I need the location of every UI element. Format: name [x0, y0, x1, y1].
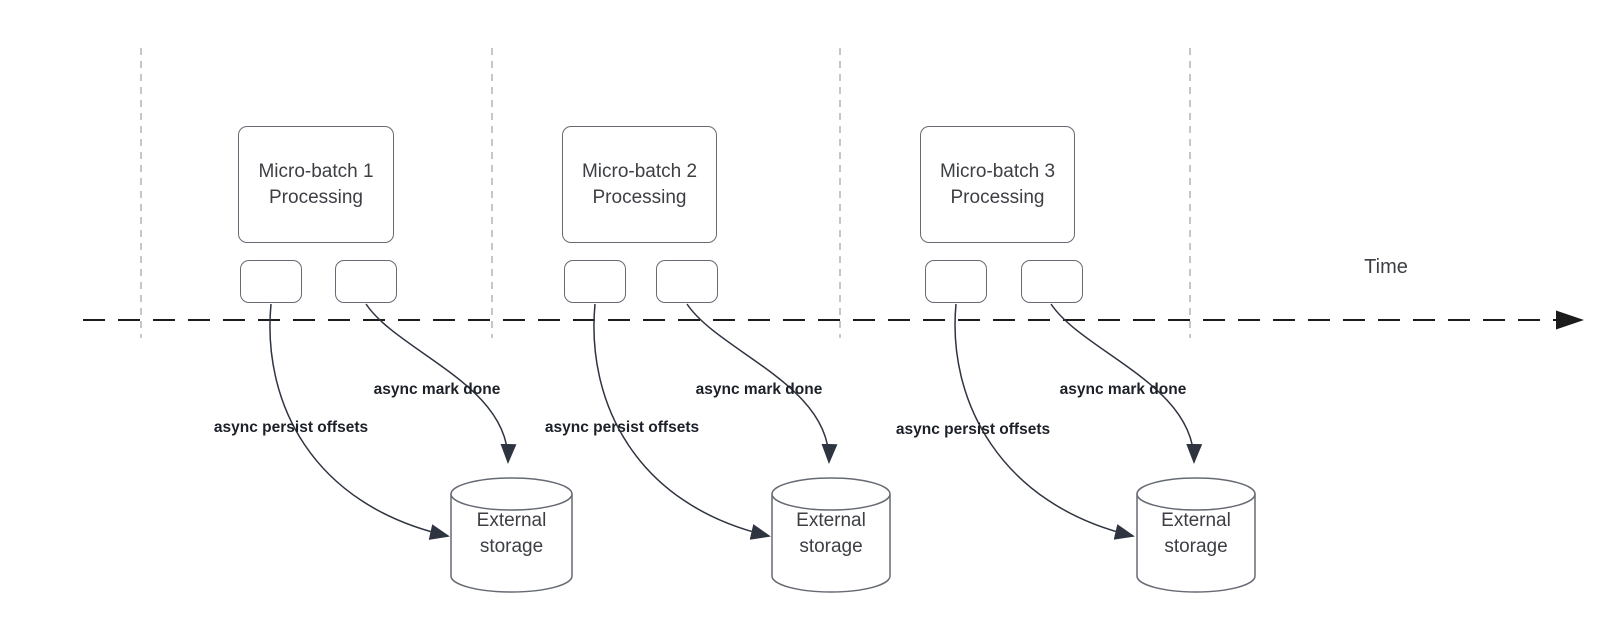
batch-1-markdone-task-box [335, 260, 397, 303]
batch-1-offset-task-box [240, 260, 302, 303]
external-storage-label-3: External storage [1161, 510, 1231, 557]
mark-done-arrow-2 [686, 303, 838, 464]
time-axis-label: Time [1364, 256, 1408, 278]
persist-offsets-label-2: async persist offsets [544, 419, 700, 436]
persist-offsets-label-1: async persist offsets [213, 419, 369, 436]
external-storage-label-1: External storage [476, 510, 547, 557]
mark-done-label-2: async mark done [695, 381, 823, 398]
storage-cylinder-2 [771, 477, 891, 593]
persist-offsets-arrow-2 [593, 303, 771, 540]
batch-3-offset-task-box [925, 260, 987, 303]
mark-done-arrow-3 [1050, 303, 1203, 464]
persist-offsets-arrow-1 [269, 303, 450, 540]
external-storage-label-2: External storage [796, 510, 866, 557]
persist-offsets-label-3: async persist offsets [895, 421, 1051, 438]
mark-done-label-3: async mark done [1059, 381, 1187, 398]
storage-cylinder-3 [1136, 477, 1256, 593]
micro-batch-2-processing-box: Micro-batch 2 Processing [562, 126, 717, 243]
batch-2-offset-task-box [564, 260, 626, 303]
mark-done-label-1: async mark done [373, 381, 501, 398]
persist-offsets-arrow-3 [954, 303, 1135, 540]
batch-3-markdone-task-box [1021, 260, 1083, 303]
batch-2-markdone-task-box [656, 260, 718, 303]
mark-done-arrow-1 [365, 303, 517, 464]
storage-cylinder-1 [450, 477, 573, 593]
time-axis-arrowhead [1556, 310, 1584, 330]
micro-batch-1-processing-box: Micro-batch 1 Processing [238, 126, 394, 243]
micro-batch-3-processing-box: Micro-batch 3 Processing [920, 126, 1075, 243]
